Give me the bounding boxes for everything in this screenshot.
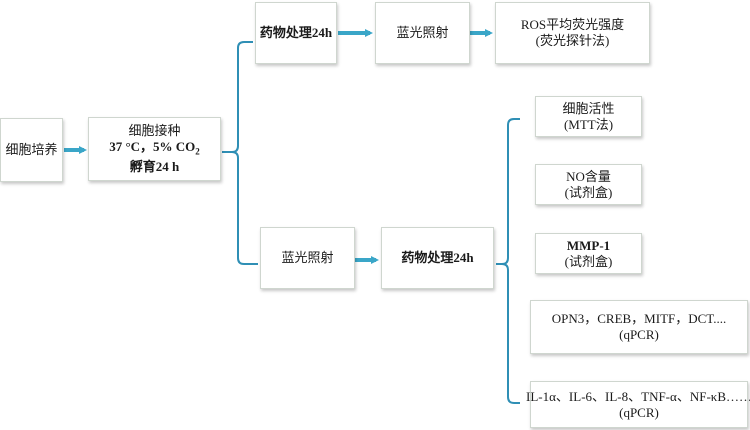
node-no-content: NO含量 (试剂盒) bbox=[535, 164, 642, 205]
node-top-blue-light: 蓝光照射 bbox=[375, 2, 470, 64]
node-ros-line1: ROS平均荧光强度 bbox=[520, 17, 625, 32]
node-mmp1-line1: MMP-1 bbox=[566, 237, 611, 253]
node-mmp1: MMP-1 (试剂盒) bbox=[535, 233, 642, 274]
node-bottom-blue-light: 蓝光照射 bbox=[260, 227, 355, 289]
node-bottom-blue-light-label: 蓝光照射 bbox=[281, 250, 334, 265]
node-top-blue-light-label: 蓝光照射 bbox=[396, 25, 449, 40]
node-opn3-qpcr: OPN3，CREB，MITF，DCT.... (qPCR) bbox=[530, 300, 748, 354]
node-cell-seeding-line1: 细胞接种 bbox=[128, 122, 181, 138]
node-top-drug: 药物处理24h bbox=[255, 2, 337, 64]
node-opn3-qpcr-line1: OPN3，CREB，MITF，DCT.... bbox=[551, 311, 727, 326]
branch-brace bbox=[222, 41, 258, 265]
node-cell-viability: 细胞活性 (MTT法) bbox=[535, 96, 642, 137]
node-mmp1-line2: (试剂盒) bbox=[564, 253, 613, 269]
node-cell-culture: 细胞培养 bbox=[0, 118, 63, 182]
node-cell-seeding-conditions: 37 °C，5% CO2 bbox=[109, 138, 200, 157]
node-cell-seeding-line3: 孵育24 h bbox=[129, 159, 180, 175]
node-cell-viability-line2: (MTT法) bbox=[563, 116, 614, 132]
node-cell-culture-label: 细胞培养 bbox=[5, 142, 58, 157]
node-ros: ROS平均荧光强度 (荧光探针法) bbox=[495, 2, 650, 64]
node-ros-line2: (荧光探针法) bbox=[535, 33, 610, 48]
node-cell-seeding: 细胞接种 37 °C，5% CO2 孵育24 h bbox=[88, 117, 221, 181]
node-top-drug-label: 药物处理24h bbox=[259, 25, 333, 40]
node-opn3-qpcr-line2: (qPCR) bbox=[619, 327, 659, 342]
assay-brace bbox=[496, 118, 520, 404]
node-cell-viability-line1: 细胞活性 bbox=[562, 100, 615, 116]
node-il-qpcr: IL-1α、IL-6、IL-8、TNF-α、NF-κB…… (qPCR) bbox=[526, 381, 750, 428]
node-no-content-line1: NO含量 bbox=[566, 168, 611, 184]
node-no-content-line2: (试剂盒) bbox=[564, 184, 613, 200]
node-bottom-drug-label: 药物处理24h bbox=[401, 250, 474, 265]
node-il-qpcr-line2: (qPCR) bbox=[619, 404, 659, 420]
node-bottom-drug: 药物处理24h bbox=[381, 227, 494, 289]
node-il-qpcr-line1: IL-1α、IL-6、IL-8、TNF-α、NF-κB…… bbox=[526, 388, 750, 404]
